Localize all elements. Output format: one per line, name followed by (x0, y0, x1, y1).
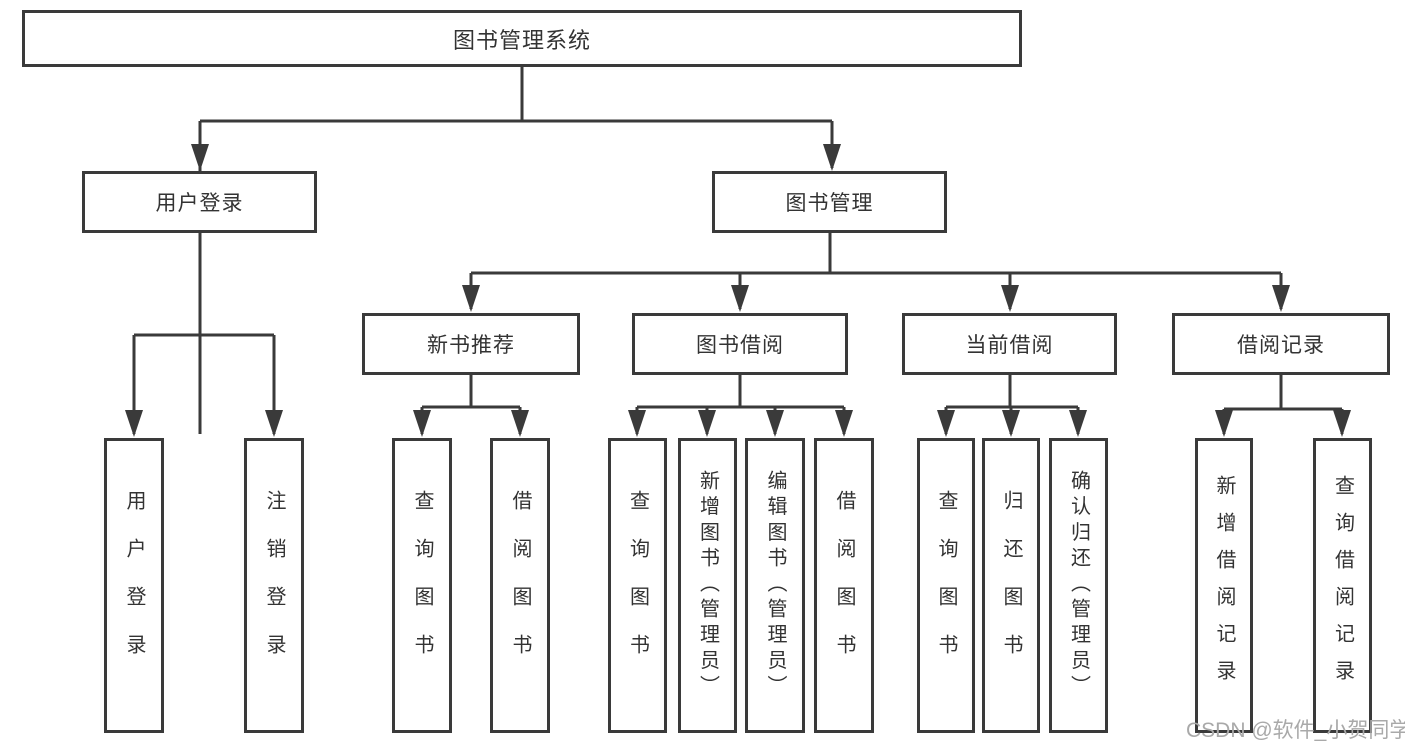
leaf-edit-book-admin: 编辑图书（管理员） (745, 438, 805, 733)
leaf-logout: 注销登录 (244, 438, 304, 733)
node-system-root: 图书管理系统 (22, 10, 1022, 67)
leaf-borrow-book-2: 借阅图书 (814, 438, 874, 733)
csdn-watermark: CSDN @软件_小贺同学 (1186, 719, 1405, 742)
leaf-query-book-3: 查询图书 (917, 438, 975, 733)
leaf-add-borrow-record: 新增借阅记录 (1195, 438, 1253, 733)
arrowheads (125, 144, 1351, 437)
node-new-book-recommend: 新书推荐 (362, 313, 580, 375)
node-book-management: 图书管理 (712, 171, 947, 233)
node-current-borrow: 当前借阅 (902, 313, 1117, 375)
leaf-return-book: 归还图书 (982, 438, 1040, 733)
leaf-query-book-2: 查询图书 (608, 438, 667, 733)
leaf-user-login: 用户登录 (104, 438, 164, 733)
leaf-query-borrow-record: 查询借阅记录 (1313, 438, 1372, 733)
node-book-borrow: 图书借阅 (632, 313, 848, 375)
leaf-borrow-book-1: 借阅图书 (490, 438, 550, 733)
leaf-add-book-admin: 新增图书（管理员） (678, 438, 737, 733)
node-borrow-records: 借阅记录 (1172, 313, 1390, 375)
leaf-query-book-1: 查询图书 (392, 438, 452, 733)
leaf-confirm-return-admin: 确认归还（管理员） (1049, 438, 1108, 733)
node-user-login: 用户登录 (82, 171, 317, 233)
